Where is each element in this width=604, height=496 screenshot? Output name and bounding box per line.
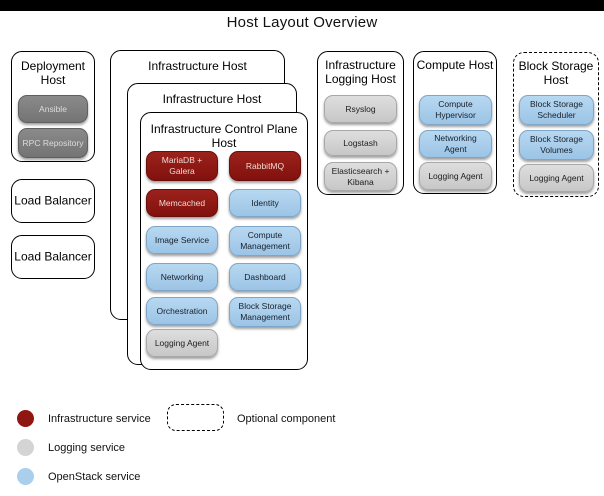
host-title-block-storage: Block Storage Host bbox=[518, 59, 594, 88]
legend-swatch-openstack bbox=[17, 468, 34, 485]
service-logstash: Logstash bbox=[324, 130, 397, 156]
service-block-storage-management: Block Storage Management bbox=[229, 297, 301, 327]
service-dashboard: Dashboard bbox=[229, 263, 301, 291]
legend-label-infrastructure: Infrastructure service bbox=[48, 413, 151, 425]
service-logging-agent-cp: Logging Agent bbox=[146, 329, 218, 357]
service-identity: Identity bbox=[229, 189, 301, 217]
host-title-infrastructure-middle: Infrastructure Host bbox=[162, 92, 262, 106]
host-box-compute: Compute Host Compute Hypervisor Networki… bbox=[413, 51, 497, 194]
service-memcached: Memcached bbox=[146, 189, 218, 217]
legend-swatch-logging bbox=[17, 439, 34, 456]
legend-swatch-infrastructure bbox=[17, 410, 34, 427]
host-box-deployment: Deployment Host Ansible RPC Repository bbox=[11, 51, 95, 162]
top-black-bar bbox=[0, 0, 604, 11]
service-compute-hypervisor: Compute Hypervisor bbox=[419, 95, 492, 125]
host-title-load-balancer-2: Load Balancer bbox=[14, 249, 92, 264]
host-title-deployment: Deployment Host bbox=[20, 59, 86, 88]
service-networking: Networking bbox=[146, 263, 218, 291]
legend-label-openstack: OpenStack service bbox=[48, 471, 141, 483]
service-networking-agent: Networking Agent bbox=[419, 130, 492, 158]
host-box-load-balancer-2: Load Balancer bbox=[11, 235, 95, 279]
service-block-storage-volumes: Block Storage Volumes bbox=[519, 130, 594, 160]
service-mariadb-galera: MariaDB + Galera bbox=[146, 151, 218, 181]
host-box-infrastructure-logging: Infrastructure Logging Host Rsyslog Logs… bbox=[317, 51, 404, 195]
service-rpc-repository: RPC Repository bbox=[18, 128, 88, 158]
host-box-control-plane: Infrastructure Control Plane Host MariaD… bbox=[140, 112, 308, 370]
service-logging-agent-block-storage: Logging Agent bbox=[519, 164, 594, 192]
host-title-compute: Compute Host bbox=[416, 58, 494, 72]
legend-label-logging: Logging service bbox=[48, 442, 126, 454]
service-ansible: Ansible bbox=[18, 95, 88, 123]
host-title-infrastructure-logging: Infrastructure Logging Host bbox=[325, 58, 396, 87]
diagram-title: Host Layout Overview bbox=[226, 14, 378, 31]
service-image-service: Image Service bbox=[146, 226, 218, 254]
service-rsyslog: Rsyslog bbox=[324, 95, 397, 123]
host-box-load-balancer-1: Load Balancer bbox=[11, 179, 95, 223]
host-box-block-storage: Block Storage Host Block Storage Schedul… bbox=[513, 52, 599, 197]
legend-label-optional: Optional component bbox=[237, 413, 336, 425]
service-compute-management: Compute Management bbox=[229, 226, 301, 256]
service-elasticsearch-kibana: Elasticsearch + Kibana bbox=[324, 162, 397, 191]
service-orchestration: Orchestration bbox=[146, 297, 218, 325]
host-title-control-plane: Infrastructure Control Plane Host bbox=[150, 122, 298, 151]
service-block-storage-scheduler: Block Storage Scheduler bbox=[519, 95, 594, 125]
service-rabbitmq: RabbitMQ bbox=[229, 151, 301, 181]
host-title-load-balancer-1: Load Balancer bbox=[14, 193, 92, 208]
service-logging-agent-compute: Logging Agent bbox=[419, 162, 492, 190]
legend-optional-box bbox=[167, 404, 224, 431]
host-title-infrastructure-back: Infrastructure Host bbox=[148, 59, 247, 73]
